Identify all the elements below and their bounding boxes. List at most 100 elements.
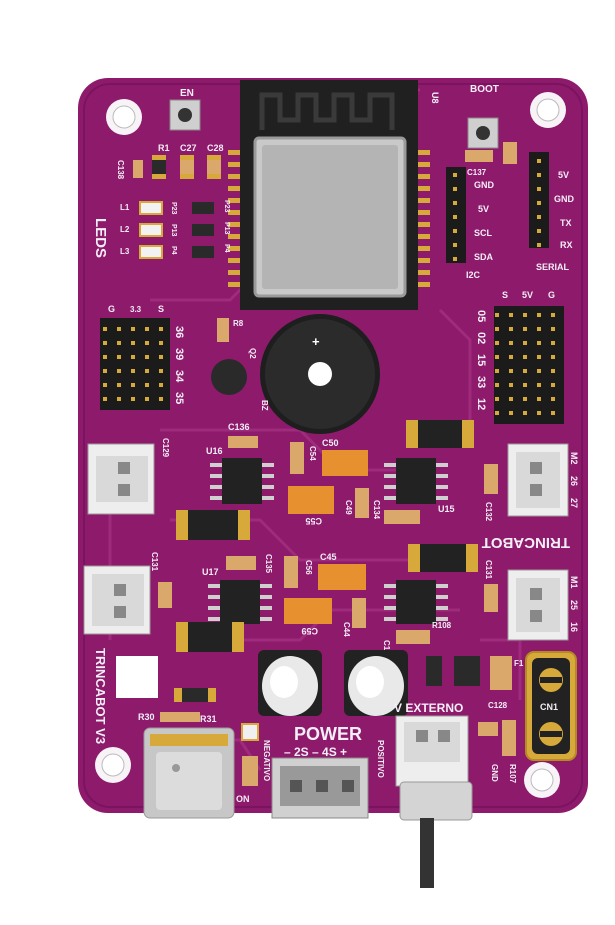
m1-pin25-label: 25	[569, 600, 579, 610]
left-33-label: 3.3	[130, 305, 142, 314]
u16-label: U16	[206, 446, 223, 456]
q2-label: Q2	[248, 348, 257, 359]
serial-5v-label: 5V	[558, 170, 569, 180]
p23-label-b: P23	[223, 200, 230, 213]
gnd-bottom-label: GND	[490, 764, 499, 782]
pin-05-label: 05	[475, 310, 487, 322]
right-pin-header	[494, 306, 564, 424]
right-g-label: G	[548, 290, 555, 300]
c133-label: C133	[382, 640, 391, 660]
c45-label: C45	[320, 552, 337, 562]
c55-label: C55	[305, 516, 322, 526]
m2-label: M2	[569, 452, 579, 465]
pin-15-label: 15	[475, 354, 487, 366]
serial-header	[529, 152, 549, 248]
c55-capacitor	[288, 486, 334, 514]
p13-label-b: P13	[223, 222, 230, 235]
buzzer: +	[260, 314, 380, 434]
c134-capacitor	[384, 510, 420, 524]
boot-label: BOOT	[470, 84, 499, 95]
c50-capacitor	[322, 450, 368, 476]
connector-m1[interactable]	[507, 569, 569, 641]
c136-label: C136	[228, 422, 250, 432]
connector-left-bottom[interactable]	[83, 565, 151, 635]
u-bottom-right-chip	[384, 580, 448, 624]
c138-label: C138	[116, 160, 125, 180]
power-slide-switch[interactable]	[399, 781, 473, 888]
positivo-label: POSITIVO	[376, 740, 385, 778]
inductor-right-top	[410, 420, 470, 448]
r107-label: R107	[508, 764, 517, 784]
cn1-screw-terminal[interactable]	[525, 651, 577, 761]
electrolytic-capacitor-left	[258, 650, 322, 716]
leds-label: LEDS	[92, 218, 109, 258]
connector-left-top[interactable]	[87, 443, 155, 515]
c137-label: C137	[467, 168, 487, 177]
r8-resistor	[217, 318, 229, 342]
boot-button[interactable]	[467, 117, 499, 149]
electrolytic-capacitor-right	[344, 650, 408, 716]
c133-capacitor	[396, 630, 430, 644]
c132-label: C132	[484, 502, 493, 522]
m1-pin16-label: 16	[569, 622, 579, 632]
left-pin-header	[100, 318, 170, 410]
u17-label: U17	[202, 567, 219, 577]
inductor-left-top	[180, 510, 246, 540]
r108-label: R108	[432, 621, 452, 630]
cn1-label: CN1	[540, 702, 558, 712]
c128-label: C128	[488, 701, 508, 710]
power-label: POWER	[294, 724, 362, 744]
m2-pin27-label: 27	[569, 498, 579, 508]
p4-label: P4	[170, 246, 177, 255]
pin-39-label: 39	[173, 348, 185, 360]
p23-label: P23	[170, 202, 177, 215]
c50-label: C50	[322, 438, 339, 448]
i2c-sda-label: SDA	[474, 252, 494, 262]
usb-c-connector[interactable]	[143, 727, 235, 819]
i2c-5v-label: 5V	[478, 204, 489, 214]
q2-transistor	[211, 359, 247, 395]
m1-label: M1	[569, 576, 579, 589]
pin-36-label: 36	[173, 326, 185, 338]
c131-label: C131	[484, 560, 493, 580]
c49-label: C49	[344, 500, 353, 515]
left-s-label: S	[158, 304, 164, 314]
c59-label: C59	[301, 626, 318, 636]
c54-label: C54	[308, 446, 317, 461]
en-button[interactable]	[169, 99, 201, 131]
c131-capacitor	[484, 584, 498, 612]
r8-label: R8	[233, 319, 244, 328]
c45-capacitor	[318, 564, 366, 590]
c49-capacitor	[355, 488, 369, 518]
power-connector[interactable]	[271, 757, 369, 819]
c131-label-left: C131	[150, 552, 159, 572]
led-indicator	[241, 723, 259, 741]
u8-label: U8	[430, 92, 440, 104]
connector-m2[interactable]	[507, 443, 569, 517]
bz-label: BZ	[260, 400, 269, 411]
c137-capacitor	[465, 150, 493, 162]
inductor-right-bottom	[412, 544, 474, 572]
c28-label: C28	[207, 143, 224, 153]
right-5v-label: 5V	[522, 290, 533, 300]
i2c-header	[446, 167, 466, 263]
right-s-label: S	[502, 290, 508, 300]
c134-label: C134	[372, 500, 381, 520]
r30-label: R30	[138, 712, 155, 722]
smd-top-left	[133, 155, 221, 179]
i2c-label: I2C	[466, 270, 481, 280]
p4-label-b: P4	[223, 244, 230, 253]
power-sub-label: – 2S – 4S +	[284, 745, 347, 759]
pin-02-label: 02	[475, 332, 487, 344]
m2-pin26-label: 26	[569, 476, 579, 486]
u15-label: U15	[438, 504, 455, 514]
v-externo-connector[interactable]	[395, 715, 469, 787]
c44-label: C44	[342, 622, 351, 637]
pin-34-label: 34	[173, 370, 185, 383]
c135-label: C135	[264, 554, 273, 574]
pin-12-label: 12	[475, 398, 487, 410]
negativo-label: NEGATIVO	[262, 740, 271, 781]
c59-capacitor	[284, 598, 332, 624]
c56-label: C56	[304, 560, 313, 575]
